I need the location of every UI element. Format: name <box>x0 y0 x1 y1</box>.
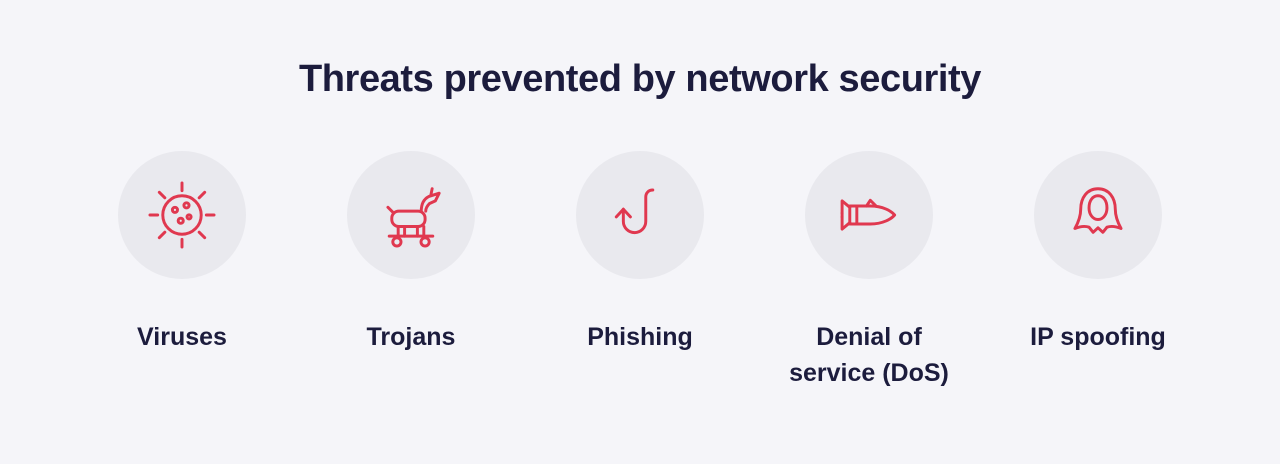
threat-item-phishing: Phishing <box>526 151 755 355</box>
icon-circle <box>576 151 704 279</box>
threat-items-row: Viruses Trojans <box>0 151 1280 392</box>
threat-label: Phishing <box>587 323 693 351</box>
threat-item-dos: Denial of service (DoS) <box>755 151 984 392</box>
icon-circle <box>1034 151 1162 279</box>
icon-circle <box>805 151 933 279</box>
threat-item-trojans: Trojans <box>297 151 526 355</box>
threat-label: Viruses <box>137 323 227 351</box>
page-title: Threats prevented by network security <box>298 58 982 100</box>
icon-circle <box>118 151 246 279</box>
phishing-hook-icon <box>614 188 655 235</box>
hacker-hood-icon <box>1073 187 1123 234</box>
threat-item-ip-spoofing: IP spoofing <box>984 151 1213 355</box>
missile-icon <box>840 198 897 231</box>
threat-label: IP spoofing <box>1030 323 1166 351</box>
trojan-horse-icon <box>386 187 441 248</box>
icon-circle <box>347 151 475 279</box>
threat-label: Trojans <box>366 323 456 351</box>
threat-item-viruses: Viruses <box>68 151 297 355</box>
virus-icon <box>148 181 216 249</box>
threat-label: Denial of service (DoS) <box>789 323 949 388</box>
